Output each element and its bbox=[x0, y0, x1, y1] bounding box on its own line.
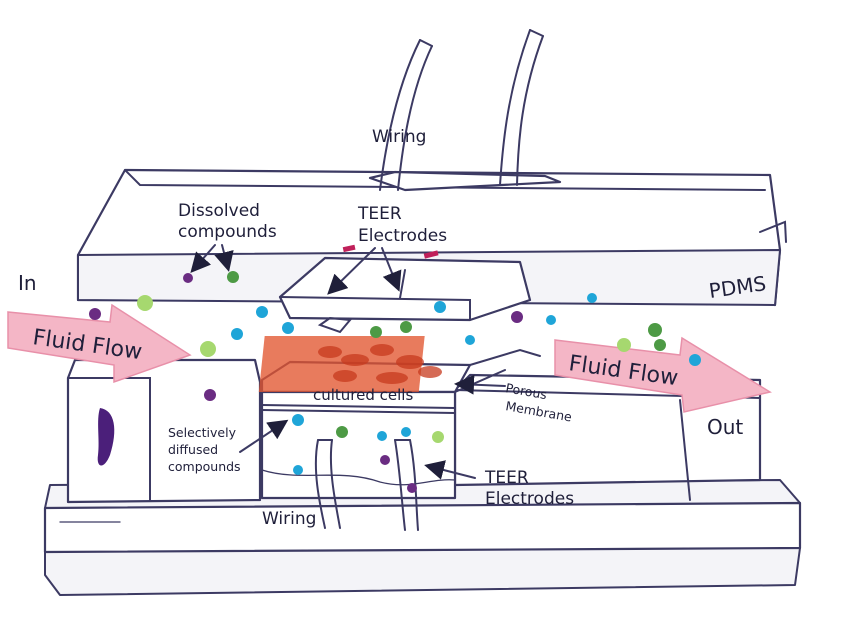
wiring-bottom-label: Wiring bbox=[262, 509, 316, 529]
selectively-diffused-label-3: compounds bbox=[168, 459, 241, 474]
fluid-flow-out-arrow bbox=[554, 336, 772, 413]
porous-membrane-label-1: Porous bbox=[504, 380, 548, 402]
selectively-diffused-label-2: diffused bbox=[168, 442, 218, 457]
top-electrode-block bbox=[278, 244, 532, 334]
teer-bottom-label-2: Electrodes bbox=[485, 489, 574, 509]
teer-top-label-1: TEER bbox=[357, 204, 402, 224]
bottom-electrodes bbox=[261, 439, 456, 531]
dissolved-compounds-label-1: Dissolved bbox=[178, 201, 260, 221]
annotation-arrows bbox=[190, 244, 506, 480]
particles bbox=[89, 271, 701, 493]
membrane-chamber bbox=[258, 336, 541, 500]
selectively-diffused-label-1: Selectively bbox=[168, 425, 237, 440]
dissolved-compounds-label-2: compounds bbox=[178, 222, 277, 242]
wiring-top bbox=[379, 29, 544, 191]
teer-top-label-2: Electrodes bbox=[358, 226, 447, 246]
teer-bottom-label-1: TEER bbox=[484, 468, 529, 488]
wiring-top-label: Wiring bbox=[372, 127, 426, 147]
fluid-flow-in-arrow bbox=[7, 303, 192, 384]
cultured-cells-label: cultured cells bbox=[313, 386, 413, 404]
pdms-housing bbox=[76, 168, 787, 307]
logo-shape bbox=[97, 408, 115, 466]
out-label: Out bbox=[707, 415, 743, 439]
in-label: In bbox=[18, 271, 37, 295]
base-platform bbox=[43, 479, 802, 596]
